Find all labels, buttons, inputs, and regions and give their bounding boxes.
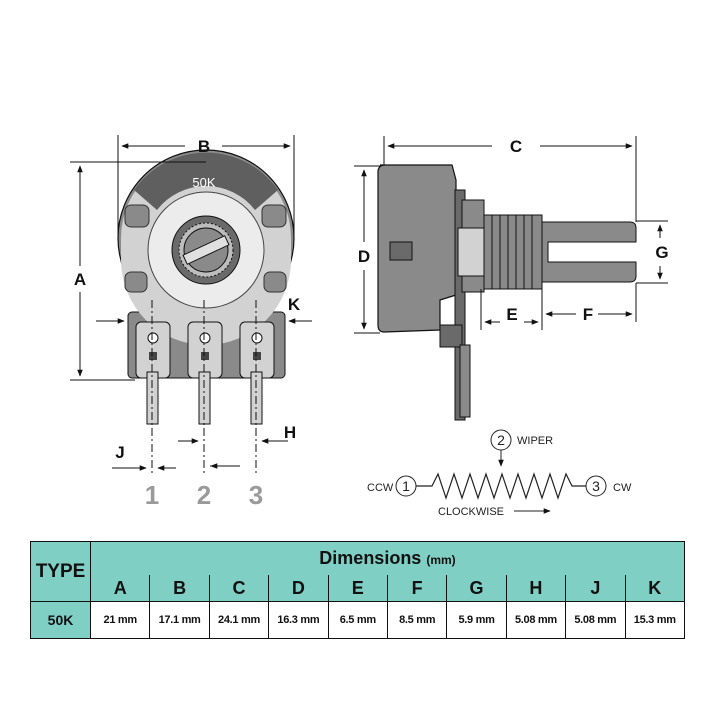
cell-g: 5.9 mm xyxy=(446,601,507,639)
cw-number: 3 xyxy=(592,478,600,494)
column-header-g: G xyxy=(446,575,507,602)
dim-label-e: E xyxy=(506,305,517,324)
dimensions-table: TYPE Dimensions (mm) A B C D E F G H J K… xyxy=(30,541,686,639)
dim-label-j: J xyxy=(115,443,124,462)
column-header-k: K xyxy=(624,575,686,602)
dimensions-title-text: Dimensions xyxy=(319,548,422,568)
terminal-tabs xyxy=(135,321,275,379)
column-header-e: E xyxy=(327,575,388,602)
cell-k: 15.3 mm xyxy=(624,601,686,639)
cell-f: 8.5 mm xyxy=(386,601,448,639)
pin-1-label: 1 xyxy=(145,480,159,510)
top-band xyxy=(134,152,278,210)
column-header-j: J xyxy=(565,575,626,602)
dim-label-f: F xyxy=(583,305,593,324)
cell-h: 5.08 mm xyxy=(505,601,567,639)
dim-label-b: B xyxy=(198,137,210,156)
schematic: 2 WIPER CCW 1 3 CW CLOCKWISE xyxy=(367,429,632,518)
slot-left-bottom xyxy=(124,271,148,293)
table-row: 50K 21 mm 17.1 mm 24.1 mm 16.3 mm 6.5 mm… xyxy=(30,601,686,639)
dimensions-unit: (mm) xyxy=(426,553,456,567)
pin-3-label: 3 xyxy=(249,480,263,510)
dim-label-g: G xyxy=(655,243,668,262)
mount-plate xyxy=(454,189,466,421)
dim-label-c: C xyxy=(510,137,522,156)
value-marking: 50K xyxy=(192,175,215,190)
side-body xyxy=(377,164,457,333)
cell-a: 21 mm xyxy=(89,601,151,639)
cell-d: 16.3 mm xyxy=(268,601,329,639)
wiper-label: WIPER xyxy=(517,435,553,447)
cell-c: 24.1 mm xyxy=(208,601,270,639)
shaft-slot xyxy=(182,235,230,265)
pin-2-label: 2 xyxy=(197,480,211,510)
dimensions-title: Dimensions (mm) xyxy=(90,541,685,575)
threaded-bushing xyxy=(483,214,543,290)
slot-right-top xyxy=(261,204,287,228)
ccw-number: 1 xyxy=(402,478,410,494)
cell-b: 17.1 mm xyxy=(149,601,210,639)
ccw-label: CCW xyxy=(367,482,394,494)
dim-label-k: K xyxy=(288,295,301,314)
column-header-d: D xyxy=(268,575,329,602)
column-header-a: A xyxy=(89,575,151,602)
column-header-b: B xyxy=(149,575,210,602)
column-header-c: C xyxy=(208,575,270,602)
cell-j: 5.08 mm xyxy=(565,601,626,639)
dim-label-a: A xyxy=(74,270,86,289)
cell-e: 6.5 mm xyxy=(327,601,388,639)
column-header-f: F xyxy=(386,575,448,602)
slot-left-top xyxy=(124,204,150,228)
slot-right-bottom xyxy=(263,271,287,293)
resistor-zigzag xyxy=(416,472,586,500)
type-header: TYPE xyxy=(30,541,91,602)
side-shaft xyxy=(541,221,637,283)
dim-label-h: H xyxy=(284,423,296,442)
clockwise-label: CLOCKWISE xyxy=(438,506,504,518)
row-type-cell: 50K xyxy=(30,601,91,639)
side-view: C D G E F xyxy=(354,136,669,421)
column-header-h: H xyxy=(505,575,567,602)
front-view: 50K xyxy=(70,135,312,510)
wiper-number: 2 xyxy=(497,432,505,448)
cw-label: CW xyxy=(613,482,632,494)
cw-terminal-circle xyxy=(585,475,607,497)
dim-label-d: D xyxy=(358,247,370,266)
